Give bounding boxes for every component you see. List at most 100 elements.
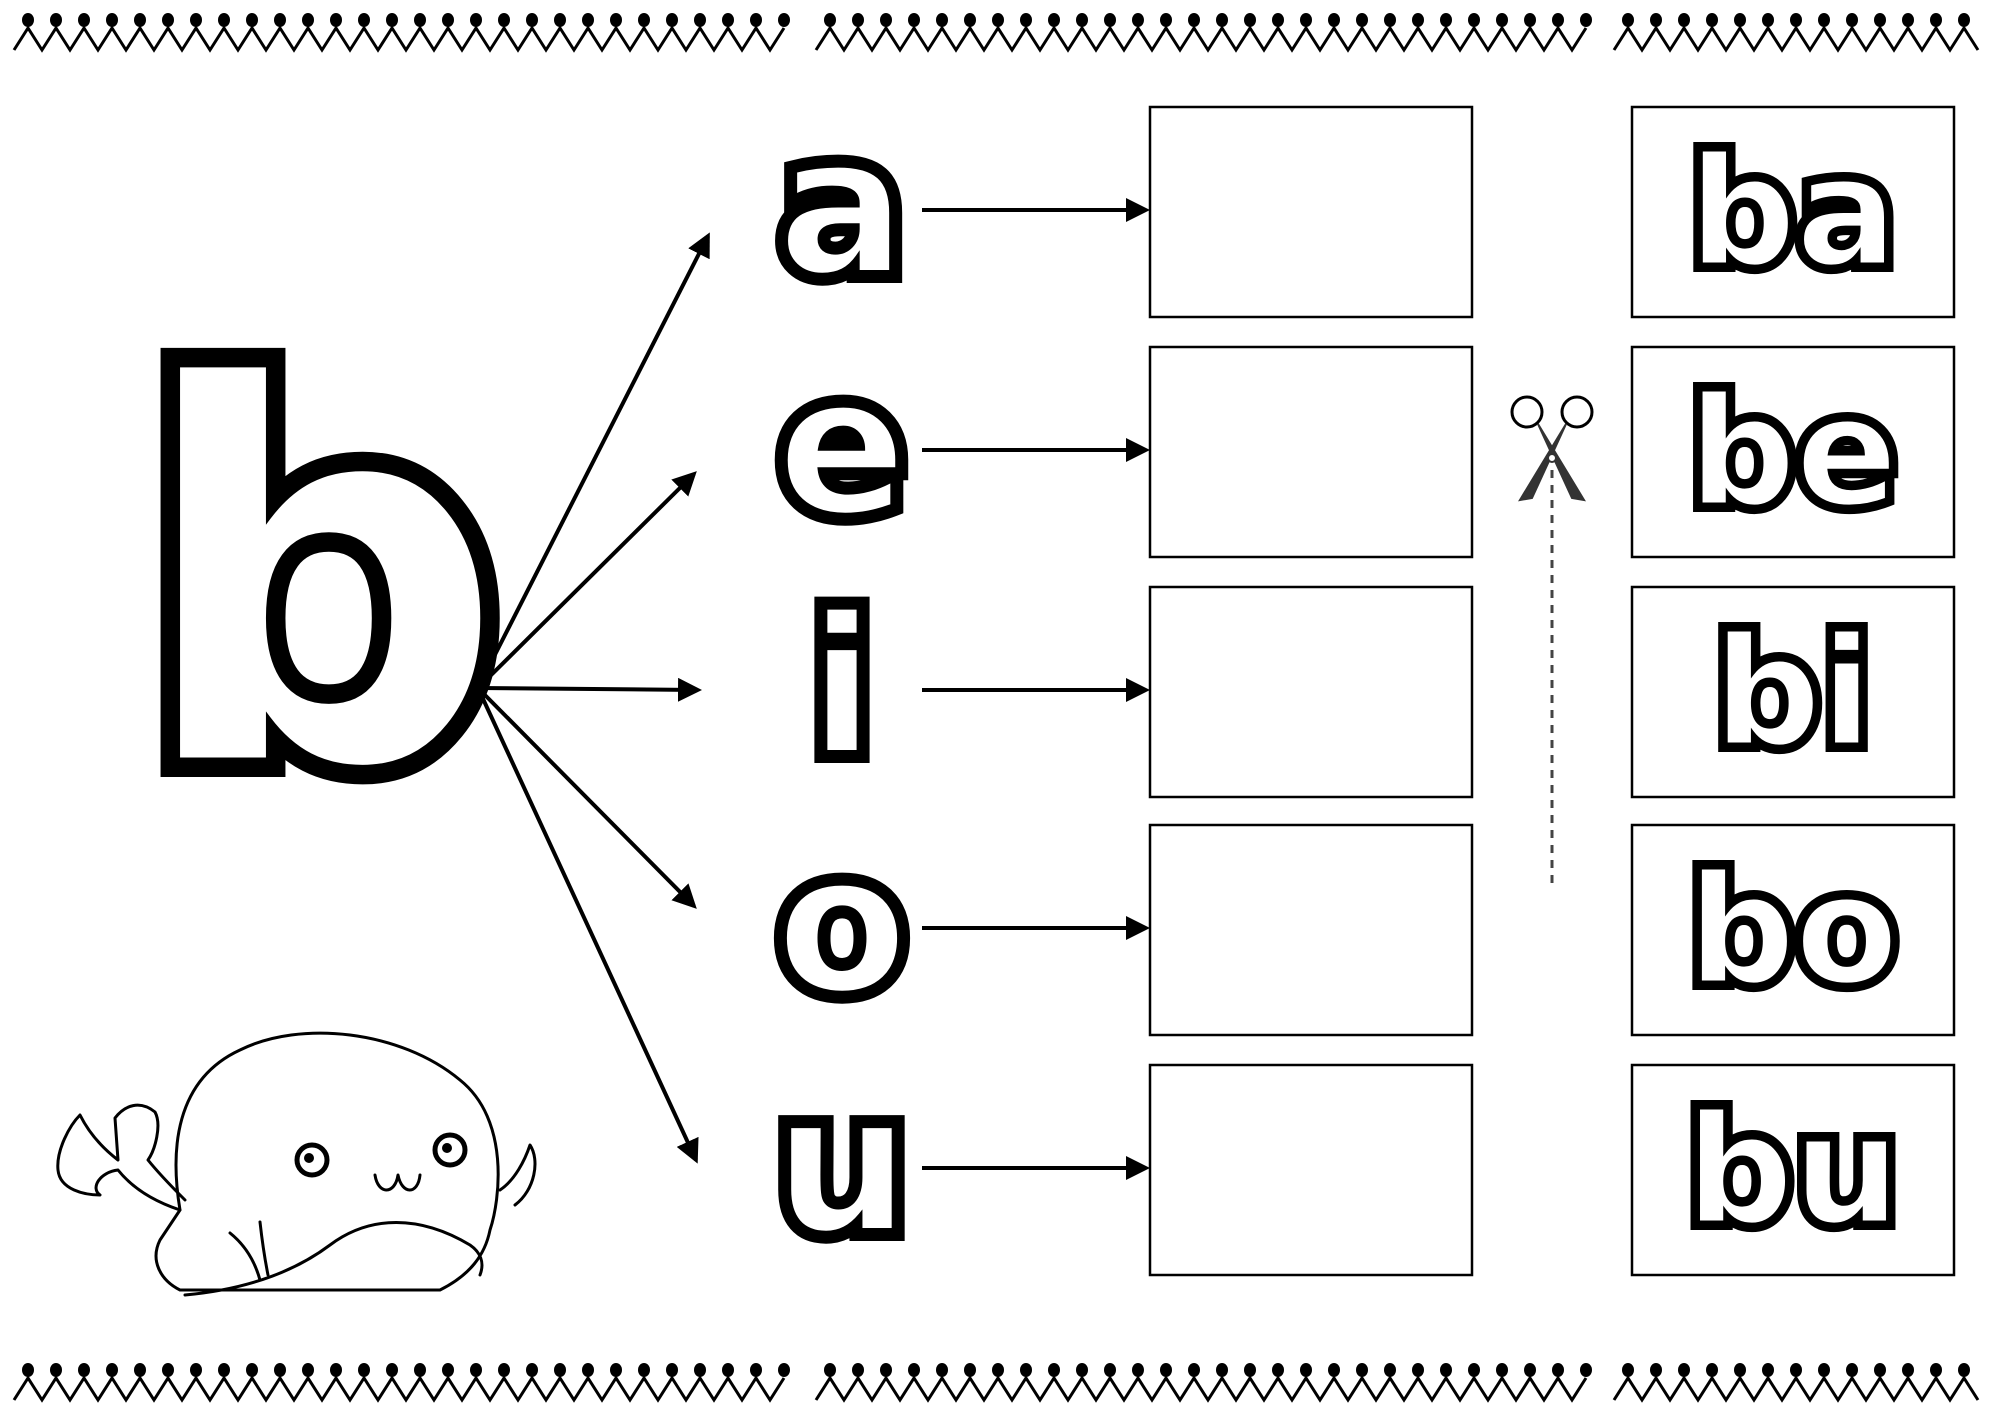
syllable-card-frame: [1630, 345, 1956, 559]
border-dot: [992, 1363, 1004, 1377]
border-dot: [1496, 13, 1508, 27]
border-dot: [992, 13, 1004, 27]
border-dot: [1244, 13, 1256, 27]
border-dot: [1790, 1363, 1802, 1377]
zigzag-line: [1612, 1375, 1980, 1403]
fan-arrow-a: [476, 232, 710, 689]
border-dot: [582, 13, 594, 27]
answer-box[interactable]: [1148, 585, 1474, 799]
border-dot: [1244, 1363, 1256, 1377]
zigzag-line: [1612, 25, 1980, 53]
border-dot: [442, 13, 454, 27]
border-dot: [1580, 13, 1592, 27]
border-dot: [694, 13, 706, 27]
border-dot: [470, 13, 482, 27]
vowel-letter-outer: a: [778, 96, 906, 317]
answer-box[interactable]: [1148, 345, 1474, 559]
border-dot: [1468, 1363, 1480, 1377]
border-dot: [1650, 13, 1662, 27]
answer-box[interactable]: [1148, 823, 1474, 1037]
consonant-letter-outer: b: [134, 277, 506, 883]
border-dot: [162, 1363, 174, 1377]
top-zigzag-border: [12, 13, 1980, 53]
border-dot: [1552, 1363, 1564, 1377]
border-dot: [22, 13, 34, 27]
border-dot: [526, 13, 538, 27]
fan-arrow-i: [477, 677, 702, 702]
border-dot: [302, 1363, 314, 1377]
border-dot: [1104, 1363, 1116, 1377]
border-dot: [1930, 13, 1942, 27]
consonant-letter-inner: b: [134, 277, 506, 883]
vowel-letter-a: aa: [767, 85, 917, 328]
border-dot: [908, 1363, 920, 1377]
border-dot: [414, 13, 426, 27]
fan-arrow-u: [476, 687, 699, 1164]
border-dot: [1958, 1363, 1970, 1377]
border-dot: [1160, 1363, 1172, 1377]
syllable-text-outer: bo: [1688, 844, 1898, 1018]
border-dot: [1762, 1363, 1774, 1377]
zigzag-line: [814, 25, 1588, 53]
scissors-icon: [1510, 395, 1594, 502]
border-dot: [1076, 1363, 1088, 1377]
border-dot: [1216, 13, 1228, 27]
border-dot: [1706, 13, 1718, 27]
border-dot: [246, 1363, 258, 1377]
row-arrows: [922, 198, 1150, 1180]
border-dot: [824, 13, 836, 27]
syllable-card-frame: [1630, 1063, 1956, 1277]
border-dot: [414, 1363, 426, 1377]
border-dot: [22, 1363, 34, 1377]
border-dot: [106, 1363, 118, 1377]
border-dot: [1440, 1363, 1452, 1377]
border-dot: [1496, 1363, 1508, 1377]
border-dot: [964, 1363, 976, 1377]
vowel-letter-o: oo: [766, 803, 919, 1046]
border-dot: [778, 13, 790, 27]
border-dot: [964, 13, 976, 27]
border-dot: [330, 13, 342, 27]
consonant-letter: b b: [117, 260, 523, 900]
syllable-text-outer: bi: [1714, 606, 1873, 780]
border-dot: [1300, 13, 1312, 27]
border-dot: [302, 13, 314, 27]
fan-arrow-o: [476, 686, 697, 909]
border-dot: [666, 13, 678, 27]
border-dot: [638, 1363, 650, 1377]
border-dot: [134, 1363, 146, 1377]
border-dot: [1132, 13, 1144, 27]
vowel-letter-u: uu: [763, 1043, 920, 1286]
border-dot: [218, 13, 230, 27]
border-dot: [526, 1363, 538, 1377]
border-dot: [1160, 13, 1172, 27]
border-dot: [722, 13, 734, 27]
syllable-text-outer: be: [1688, 366, 1897, 540]
border-dot: [1874, 1363, 1886, 1377]
border-dot: [1412, 13, 1424, 27]
border-dot: [1958, 13, 1970, 27]
border-dot: [1048, 1363, 1060, 1377]
answer-box[interactable]: [1148, 105, 1474, 319]
border-dot: [1524, 1363, 1536, 1377]
fan-arrow-e: [476, 471, 697, 690]
border-dot: [1930, 1363, 1942, 1377]
border-dot: [554, 13, 566, 27]
answer-box[interactable]: [1148, 1063, 1474, 1277]
border-dot: [1678, 1363, 1690, 1377]
border-dot: [1622, 13, 1634, 27]
border-dot: [1524, 13, 1536, 27]
vowel-letter-outer: u: [774, 1054, 909, 1275]
border-dot: [1734, 1363, 1746, 1377]
border-dot: [1622, 1363, 1634, 1377]
syllable-card-frame: [1630, 823, 1956, 1037]
border-dot: [852, 1363, 864, 1377]
border-dot: [936, 13, 948, 27]
